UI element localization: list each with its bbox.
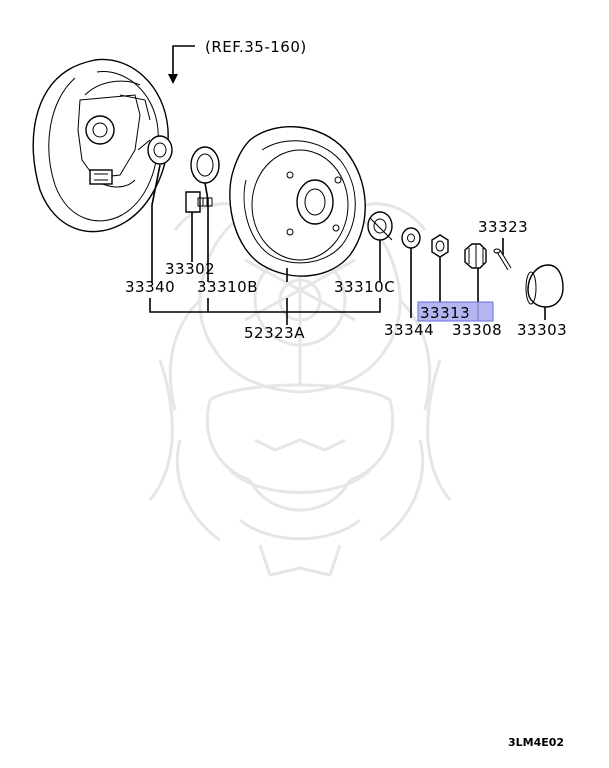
- callout-33323[interactable]: 33323: [478, 218, 528, 236]
- ref-leader: [172, 45, 195, 80]
- callout-33340[interactable]: 33340: [125, 278, 175, 296]
- callout-33344[interactable]: 33344: [384, 321, 434, 339]
- ref-label: (REF.35-160): [205, 38, 307, 56]
- grease-cap-drawing: [525, 264, 564, 308]
- selected-part-highlight[interactable]: [417, 301, 494, 322]
- watermark-emblem: [148, 193, 452, 577]
- callout-33308[interactable]: 33308: [452, 321, 502, 339]
- callout-33310b[interactable]: 33310B: [197, 278, 258, 296]
- callout-33310c[interactable]: 33310C: [334, 278, 395, 296]
- callout-33302[interactable]: 33302: [165, 260, 215, 278]
- hub-nut-drawing: [431, 234, 449, 258]
- bearing-drawing: [367, 211, 393, 241]
- callout-33313[interactable]: 33313: [420, 304, 470, 322]
- cotter-pin-drawing: [493, 248, 512, 271]
- callout-52323a[interactable]: 52323A: [244, 324, 305, 342]
- washer-drawing: [401, 227, 421, 249]
- callout-33303[interactable]: 33303: [517, 321, 567, 339]
- brake-drum-drawing: [229, 126, 366, 277]
- oil-seal-drawing: [190, 146, 220, 184]
- backing-plate-drawing: [32, 58, 173, 233]
- castle-nut-drawing: [464, 243, 487, 269]
- diagram-code: 3LM4E02: [508, 736, 564, 749]
- ref-arrow-icon: [168, 74, 178, 84]
- leader-lines: [149, 164, 546, 325]
